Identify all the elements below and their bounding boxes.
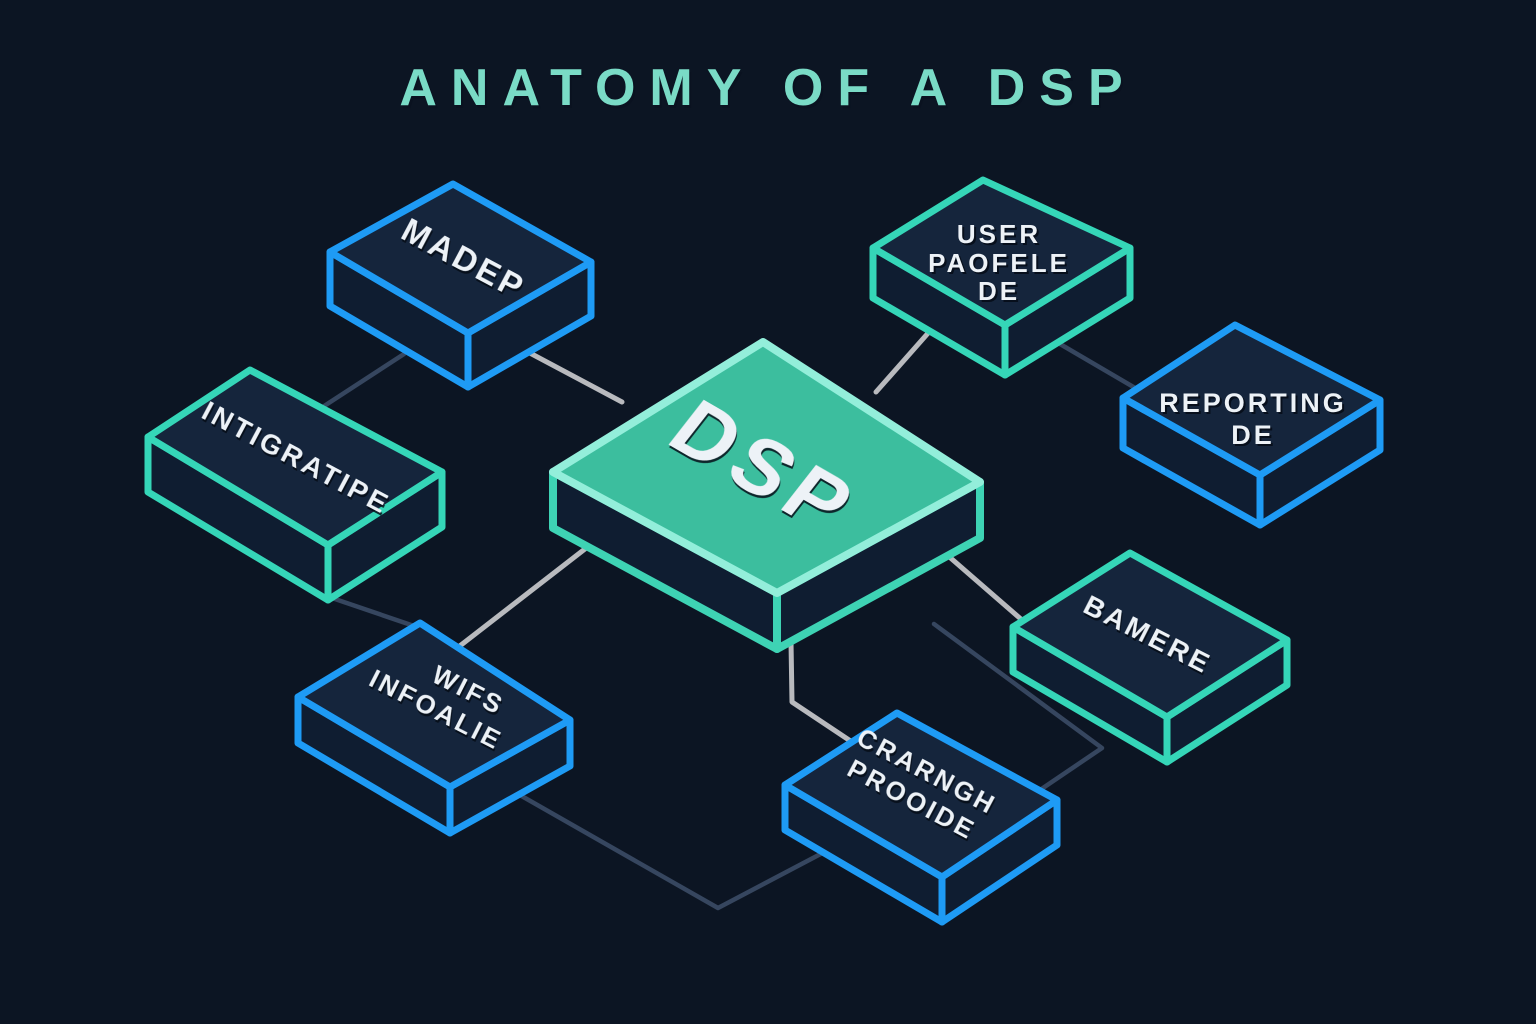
connector-intigratipe-wifs: [329, 595, 423, 631]
connector-madep-intigratipe: [315, 351, 407, 413]
node-wifs: WIFS INFOALIE: [294, 619, 574, 837]
node-user-profile: USER PAOFELE DE: [869, 176, 1134, 379]
connector-dsp-bamere: [943, 551, 1025, 623]
user-profile-label-line3: DE: [978, 276, 1020, 306]
dsp-top-face: [549, 338, 984, 597]
user-profile-label-line2: PAOFELE: [928, 248, 1070, 278]
bamere-top-face: [1009, 549, 1291, 721]
connector-madep-dsp: [525, 349, 625, 405]
connector-dsp-crarngh: [788, 639, 855, 745]
node-dsp: DSP: [549, 338, 984, 653]
connector-bamere-crarngh: [931, 621, 1105, 793]
user-profile-top-face: [869, 176, 1134, 329]
diagram-title: ANATOMY OF A DSP: [399, 59, 1137, 117]
node-intigratipe: INTIGRATIPE: [144, 366, 446, 604]
madep-top-face: [326, 180, 595, 337]
node-crarngh: CRARNGH PROOIDE: [781, 709, 1061, 926]
reporting-top-face: [1119, 321, 1384, 479]
reporting-label-line1: REPORTING: [1159, 388, 1347, 418]
user-profile-label-line1: USER: [957, 219, 1041, 249]
node-reporting: REPORTING DE: [1119, 321, 1384, 529]
node-madep: MADEP: [326, 180, 595, 391]
connector-wifs-crarngh: [473, 767, 835, 911]
crarngh-top-face: [781, 709, 1061, 881]
intigratipe-top-face: [144, 366, 446, 549]
node-bamere: BAMERE: [1009, 549, 1291, 766]
reporting-label-line2: DE: [1231, 420, 1275, 450]
connector-user-reporting: [1057, 341, 1145, 395]
wifs-top-face: [294, 619, 574, 791]
